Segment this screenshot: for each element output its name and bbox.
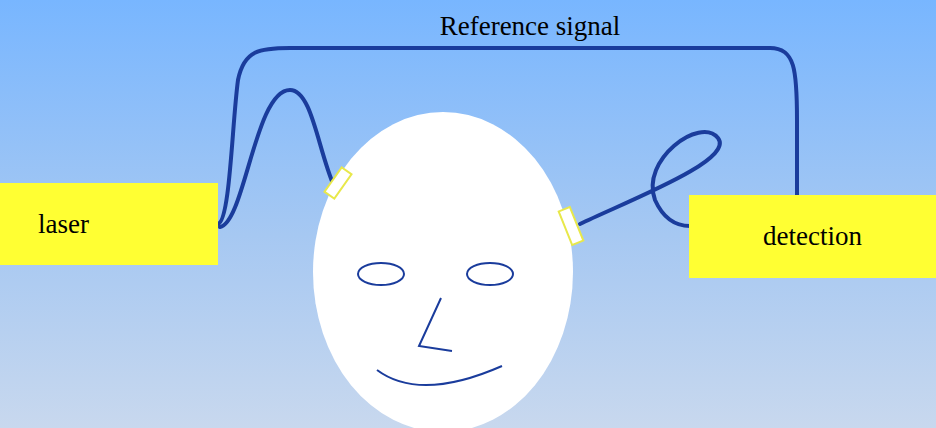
component-box: detection [689, 195, 936, 278]
box-label: detection [763, 221, 862, 252]
eye [358, 263, 404, 285]
mouth [377, 366, 502, 385]
box-label: laser [38, 209, 89, 240]
component-box: laser [0, 183, 218, 265]
source-fiber [220, 90, 334, 227]
nose [419, 298, 452, 351]
edge-label: Reference signal [436, 11, 625, 42]
optode [559, 207, 584, 245]
optode [324, 167, 351, 198]
eye [467, 263, 513, 285]
head [313, 112, 573, 428]
